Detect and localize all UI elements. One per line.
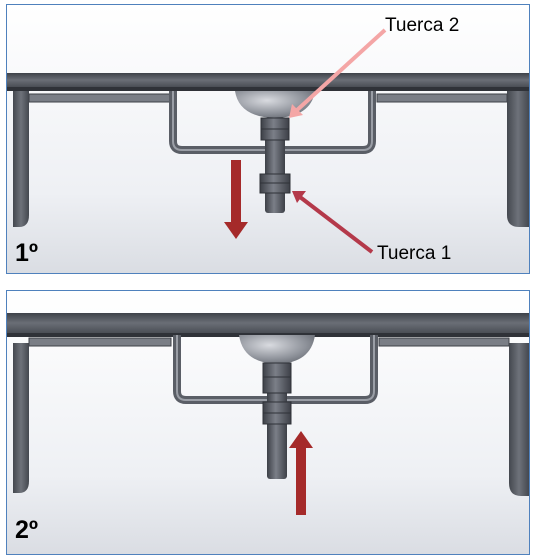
left-rail (28, 93, 172, 103)
step-1-panel: 1º Tuerca 2 Tuerca 1 (6, 4, 530, 274)
leveling-foot-dome (239, 335, 315, 364)
step-2-drawing (7, 291, 529, 554)
callout-arrow-tuerca-1 (292, 191, 374, 254)
right-leg (509, 343, 529, 496)
left-leg (13, 90, 29, 227)
label-tuerca-2: Tuerca 2 (385, 15, 460, 36)
step-label: 2º (15, 516, 39, 544)
right-rail (376, 93, 508, 103)
left-rail (28, 337, 172, 347)
nut-2 (262, 362, 292, 394)
right-leg (507, 90, 529, 227)
left-leg (13, 343, 29, 493)
table-top (7, 313, 529, 333)
callout-arrow-tuerca-2 (289, 28, 387, 118)
step-label: 1º (15, 239, 39, 267)
step-1-drawing (7, 5, 529, 273)
right-rail (378, 337, 510, 347)
up-arrow (289, 431, 313, 515)
label-tuerca-1: Tuerca 1 (377, 243, 452, 264)
step-2-panel: 2º (6, 290, 530, 555)
table-top (7, 73, 529, 87)
down-arrow (224, 160, 248, 239)
